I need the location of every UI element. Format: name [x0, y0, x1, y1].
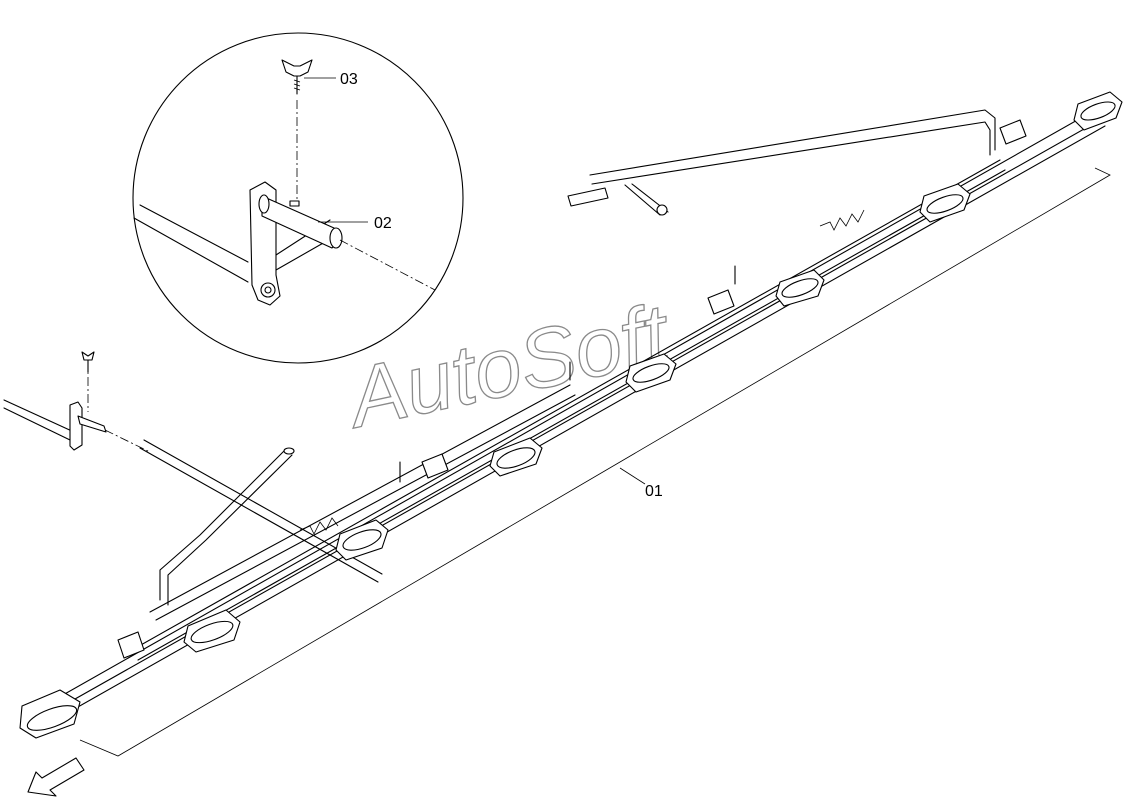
wing-bolt-icon — [281, 59, 313, 95]
part-01-callout: 01 — [79, 167, 1111, 757]
left-axis — [87, 360, 151, 453]
skid — [335, 519, 389, 561]
upper-arm — [589, 109, 996, 185]
diagonal-strut — [149, 384, 576, 621]
label-part-03: 03 — [340, 71, 358, 88]
leader-01 — [619, 467, 646, 485]
detail-axis-horizontal — [339, 239, 436, 291]
posts — [399, 265, 736, 483]
skid — [1073, 91, 1123, 131]
detail-circle-outline — [132, 32, 464, 364]
skid — [19, 689, 81, 739]
skid — [625, 353, 677, 393]
detail-pin-hole — [289, 200, 300, 207]
spring — [819, 209, 865, 231]
label-part-01: 01 — [645, 483, 663, 500]
lever-arm — [159, 449, 293, 606]
detail-rod — [133, 204, 249, 283]
skid — [183, 609, 241, 653]
skid — [489, 437, 543, 477]
cross-tube — [139, 439, 383, 583]
detail-bracket-bolt — [260, 282, 276, 298]
left-bracket — [69, 401, 83, 451]
spring-lower — [299, 517, 339, 535]
callout-bracket — [79, 167, 1111, 757]
skid — [919, 183, 971, 223]
direction-arrow-icon — [27, 757, 85, 797]
small-wing-bolt-icon — [81, 351, 95, 373]
clamp-block — [421, 453, 449, 479]
main-frame — [3, 91, 1123, 739]
detail-circle: 03 02 — [132, 32, 464, 364]
skid — [775, 269, 825, 307]
clamp-block — [117, 631, 145, 659]
clamp-block — [999, 119, 1027, 145]
label-part-02: 02 — [374, 215, 392, 232]
left-rod — [3, 399, 75, 441]
inner-rail — [131, 159, 1006, 661]
upper-arm-end — [567, 187, 609, 207]
clamp-block — [707, 289, 735, 315]
